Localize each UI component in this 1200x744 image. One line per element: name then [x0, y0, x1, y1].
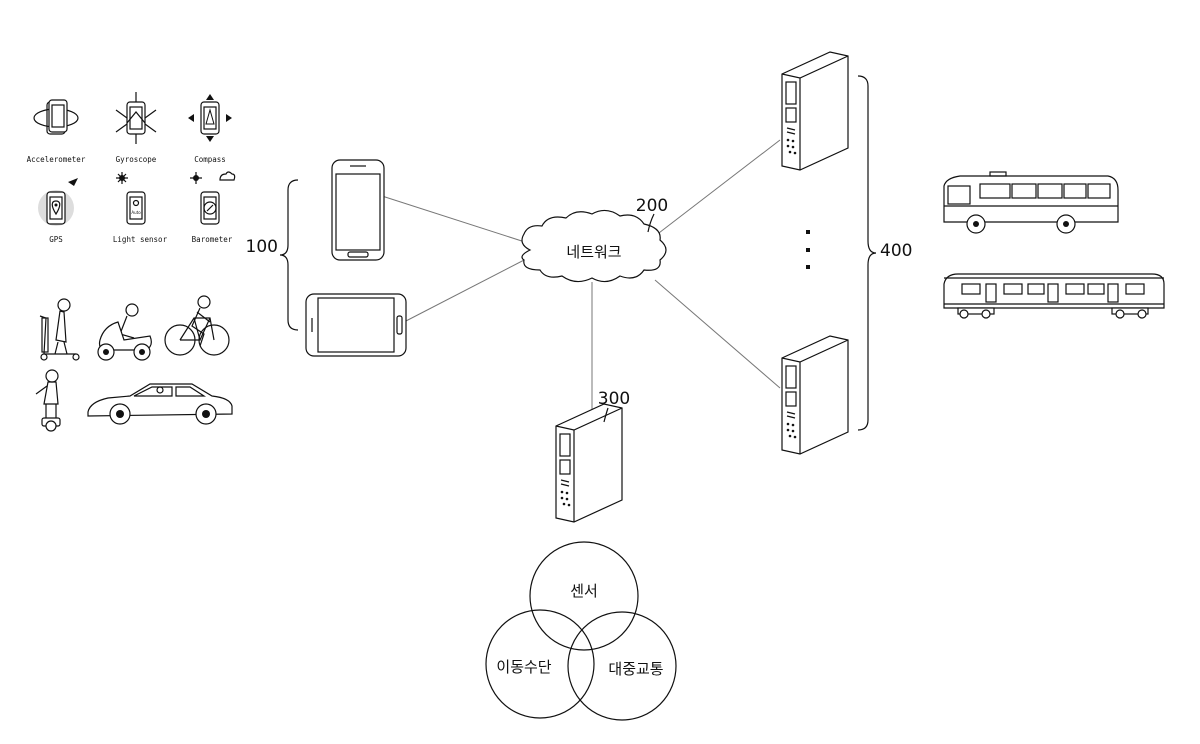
sensor-label-gps: GPS	[49, 235, 63, 244]
bicycle-icon	[165, 296, 229, 355]
kick-scooter-icon	[40, 299, 79, 360]
sensor-label-gyroscope: Gyroscope	[116, 155, 157, 164]
sensor-label-compass: Compass	[194, 155, 226, 164]
hoverboard-icon	[36, 370, 60, 431]
transit-server-brace	[858, 76, 876, 430]
link-network-server-top	[655, 140, 780, 236]
link-tablet-network	[404, 258, 528, 322]
barometer-icon	[190, 172, 235, 224]
gyroscope-icon	[116, 92, 156, 144]
accelerometer-icon	[34, 100, 78, 134]
device-group-brace	[280, 180, 298, 330]
network-label: 네트워크	[566, 243, 621, 261]
label-300: 300	[598, 389, 630, 409]
smartphone-landscape-icon[interactable]	[306, 294, 406, 356]
bus-icon	[944, 172, 1118, 233]
connector-lines	[382, 140, 780, 440]
ellipsis-dots	[806, 230, 810, 269]
transit-server-top-icon[interactable]	[782, 52, 848, 170]
sensor-label-light: Light sensor	[113, 235, 168, 244]
label-100: 100	[246, 237, 278, 257]
sensor-label-barometer: Barometer	[192, 235, 233, 244]
label-400: 400	[880, 241, 912, 261]
venn-label-mobility: 이동수단	[496, 658, 551, 676]
transport-mode-group	[36, 296, 232, 431]
label-200: 200	[636, 196, 668, 216]
transit-server-bottom-icon[interactable]	[782, 336, 848, 454]
sensor-group: Accelerometer Gyroscope Compass	[27, 92, 235, 244]
compass-icon	[188, 94, 232, 142]
motor-scooter-icon	[98, 304, 151, 360]
svg-text:Auto: Auto	[131, 210, 141, 215]
subway-train-icon	[944, 274, 1164, 318]
light-sensor-icon: Auto	[116, 172, 145, 224]
venn-label-transit: 대중교통	[608, 660, 663, 678]
venn-diagram: 센서 이동수단 대중교통	[486, 542, 676, 720]
venn-label-sensor: 센서	[570, 582, 598, 600]
smartphone-portrait-icon[interactable]	[332, 160, 384, 260]
sensor-label-accelerometer: Accelerometer	[27, 155, 86, 164]
car-icon	[88, 384, 232, 424]
link-phone-network	[382, 196, 528, 243]
analysis-server-icon[interactable]	[556, 404, 622, 522]
gps-icon	[38, 178, 78, 226]
link-network-server-bottom	[655, 280, 780, 388]
